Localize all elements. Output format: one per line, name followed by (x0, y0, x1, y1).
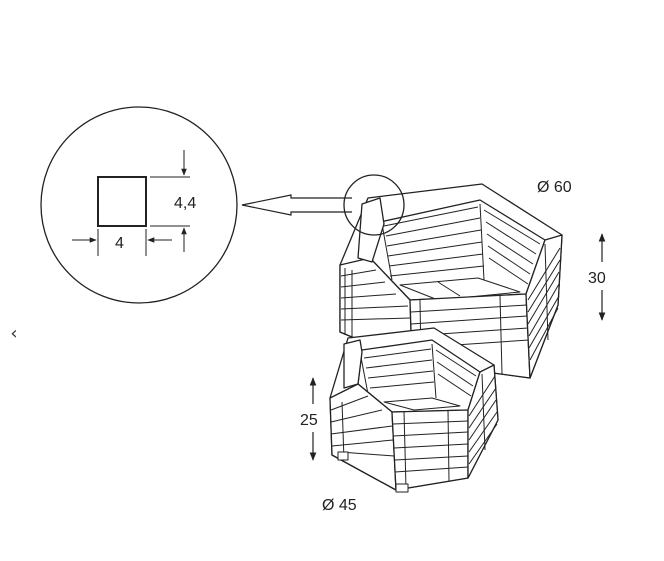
detail-magnifier (40, 106, 238, 304)
large-planter-corner-post (357, 197, 385, 263)
small-planter-front-face (391, 409, 469, 491)
small-planter-floor (383, 397, 461, 411)
small-height-label: 25 (300, 412, 318, 429)
large-planter-floor (399, 277, 521, 301)
large-planter (339, 183, 563, 379)
small-planter (329, 327, 499, 493)
small-planter-corner-post (343, 339, 363, 389)
board-cross-section (97, 176, 147, 227)
detail-width-label: 4 (115, 235, 124, 252)
detail-circle (40, 106, 238, 304)
small-planter-front-right-face (467, 364, 499, 479)
large-height-label: 30 (588, 270, 606, 287)
chevron-left-icon[interactable]: ‹ (10, 323, 18, 344)
detail-target-circle (343, 174, 405, 236)
detail-pointer-arrow (241, 194, 352, 216)
large-diameter-label: Ø 60 (537, 179, 572, 196)
detail-height-label: 4,4 (174, 195, 196, 212)
small-diameter-label: Ø 45 (322, 497, 357, 514)
